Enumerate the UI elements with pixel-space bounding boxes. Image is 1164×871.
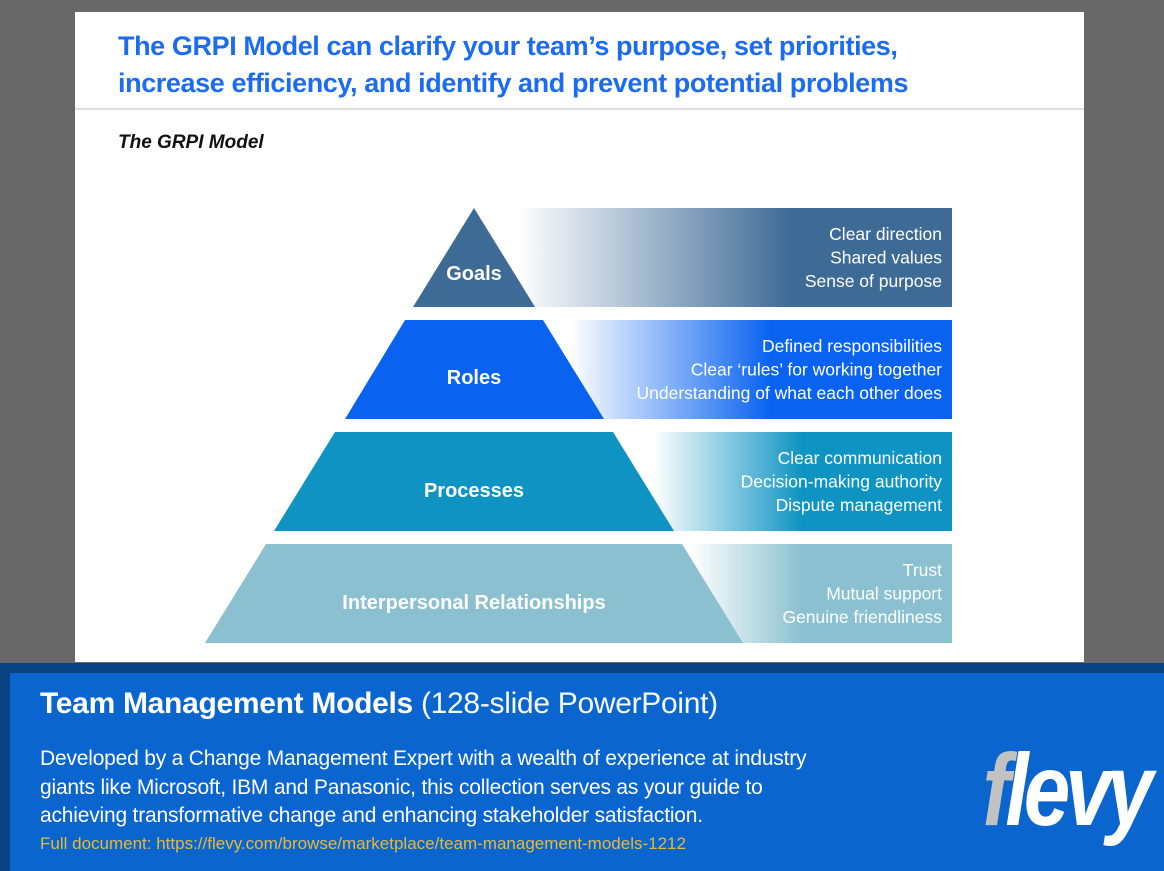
slide-title: The GRPI Model can clarify your team’s p… bbox=[118, 31, 909, 98]
interpersonal-point: Mutual support bbox=[826, 584, 942, 604]
roles-trapezoid bbox=[345, 320, 604, 419]
product-title: Team Management Models bbox=[40, 687, 413, 720]
banner-panel: Team Management Models (128-slide PowerP… bbox=[10, 673, 1164, 871]
slide-preview: The GRPI Model can clarify your team’s p… bbox=[75, 12, 1084, 662]
product-title-line: Team Management Models (128-slide PowerP… bbox=[40, 687, 718, 721]
interpersonal-point: Trust bbox=[903, 560, 942, 580]
flevy-logo-levy: levy bbox=[1004, 733, 1153, 847]
processes-point: Dispute management bbox=[776, 495, 942, 515]
processes-point: Decision-making authority bbox=[741, 472, 943, 492]
goals-point: Clear direction bbox=[829, 224, 942, 244]
flevy-logo: flevy bbox=[982, 739, 1153, 841]
marketing-banner: Team Management Models (128-slide PowerP… bbox=[0, 663, 1164, 871]
interpersonal-label: Interpersonal Relationships bbox=[342, 592, 605, 614]
interpersonal-point: Genuine friendliness bbox=[782, 607, 942, 627]
header-divider bbox=[75, 108, 1084, 110]
roles-point: Understanding of what each other does bbox=[637, 383, 943, 403]
roles-label: Roles bbox=[447, 367, 501, 389]
goals-point: Sense of purpose bbox=[805, 271, 942, 291]
processes-point: Clear communication bbox=[778, 448, 942, 468]
product-format: (128-slide PowerPoint) bbox=[412, 687, 718, 720]
full-document-link[interactable]: Full document: https://flevy.com/browse/… bbox=[40, 834, 686, 853]
processes-trapezoid bbox=[274, 432, 674, 531]
roles-point: Defined responsibilities bbox=[762, 336, 942, 356]
processes-label: Processes bbox=[424, 480, 524, 502]
goals-point: Shared values bbox=[830, 248, 942, 268]
roles-point: Clear ‘rules’ for working together bbox=[691, 360, 942, 380]
flevy-logo-f: f bbox=[981, 733, 1010, 847]
grpi-pyramid-diagram: Goals Clear direction Shared values Sens… bbox=[205, 208, 952, 643]
goals-label: Goals bbox=[446, 263, 502, 285]
product-description: Developed by a Change Management Expert … bbox=[40, 747, 807, 827]
interpersonal-trapezoid bbox=[205, 544, 743, 643]
slide-subtitle: The GRPI Model bbox=[118, 132, 264, 153]
goals-triangle bbox=[413, 208, 535, 307]
